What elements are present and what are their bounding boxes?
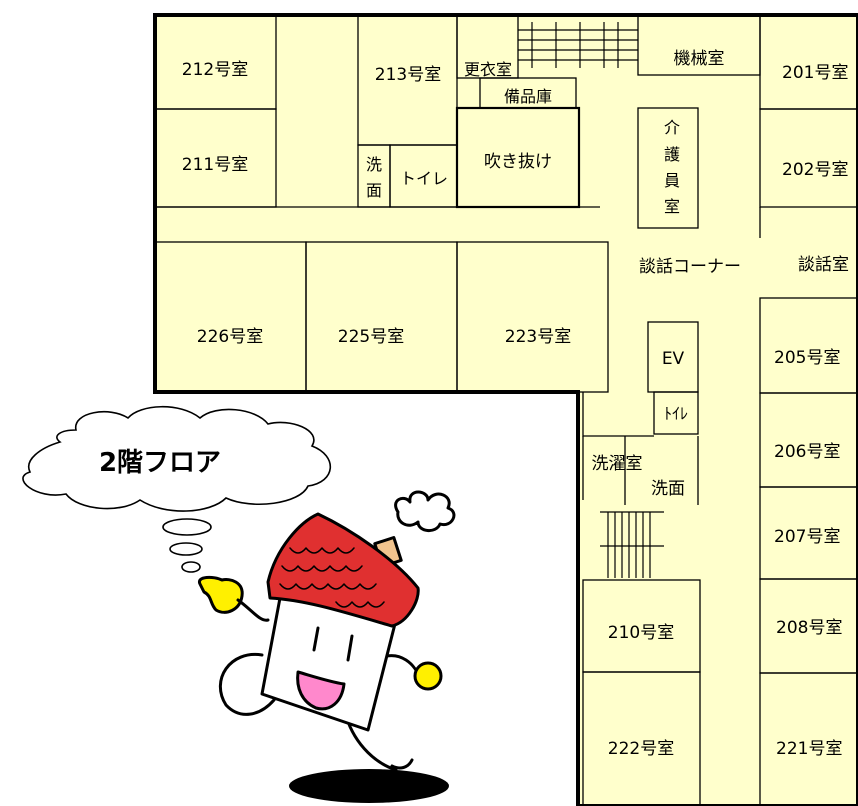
label-wash-top-1: 洗 [366, 155, 382, 174]
mascot-mouth [296, 670, 346, 711]
steam-cloud-icon [394, 490, 456, 532]
mascot-roof [266, 512, 420, 628]
label-machine: 機械室 [674, 49, 725, 69]
floor-area [153, 13, 858, 806]
room-labels: 212号室 211号室 213号室 更衣室 備品庫 機械室 201号室 202号… [182, 49, 849, 759]
label-caregiver-1: 介 [664, 118, 680, 137]
label-207: 207号室 [774, 527, 840, 547]
label-toilet-top: トイレ [400, 169, 448, 188]
mascot-hand-left [197, 575, 244, 614]
label-201: 201号室 [782, 63, 848, 83]
bubble-large [162, 518, 212, 536]
label-wash-top-2: 面 [366, 181, 382, 200]
stairs-top [518, 22, 638, 68]
room-walls [154, 14, 858, 806]
label-202: 202号室 [782, 160, 848, 180]
caregiver-room [637, 107, 699, 229]
mascot-shadow [289, 769, 449, 803]
label-221: 221号室 [776, 739, 842, 759]
room-223 [456, 241, 609, 393]
label-laundry: 洗濯室 [592, 454, 643, 474]
label-226: 226号室 [197, 327, 263, 347]
mascot-eye-left [312, 626, 320, 652]
label-222: 222号室 [608, 739, 674, 759]
callout-title: 2階フロア [99, 448, 221, 478]
label-caregiver-4: 室 [664, 197, 680, 216]
label-225: 225号室 [338, 327, 404, 347]
mascot-hand-right [413, 661, 443, 691]
label-toilet-mid: ﾄｲﾚ [664, 404, 688, 423]
label-locker: 更衣室 [464, 60, 512, 79]
cloud-shape [22, 405, 332, 512]
label-wash-mid: 洗面 [651, 479, 685, 499]
label-caregiver-3: 員 [664, 171, 680, 190]
label-lounge-room: 談話室 [798, 255, 849, 275]
mascot-eye-right [346, 634, 354, 662]
mascot-leg-left [219, 653, 276, 716]
label-ev: EV [662, 349, 685, 369]
label-210: 210号室 [608, 623, 674, 643]
stairs-mid [600, 511, 664, 578]
room-202 [759, 108, 858, 208]
label-212: 212号室 [182, 60, 248, 80]
bubble-medium [169, 542, 203, 556]
thought-bubble [22, 405, 332, 573]
wash-mid [624, 436, 699, 505]
label-storage: 備品庫 [504, 87, 552, 106]
house-mascot [197, 490, 456, 803]
mascot-arm-left [236, 598, 270, 622]
toilet-mid [653, 391, 699, 435]
label-atrium: 吹き抜け [484, 152, 552, 172]
bubble-small [181, 561, 201, 573]
label-213: 213号室 [375, 65, 441, 85]
room-221 [759, 672, 858, 806]
label-211: 211号室 [182, 155, 248, 175]
room-222 [582, 671, 701, 806]
label-223: 223号室 [505, 327, 571, 347]
label-208: 208号室 [776, 618, 842, 638]
label-206: 206号室 [774, 442, 840, 462]
label-lounge-corner: 談話コーナー [639, 257, 741, 277]
label-205: 205号室 [774, 348, 840, 368]
label-caregiver-2: 護 [664, 145, 680, 164]
mascot-foot [390, 758, 414, 770]
